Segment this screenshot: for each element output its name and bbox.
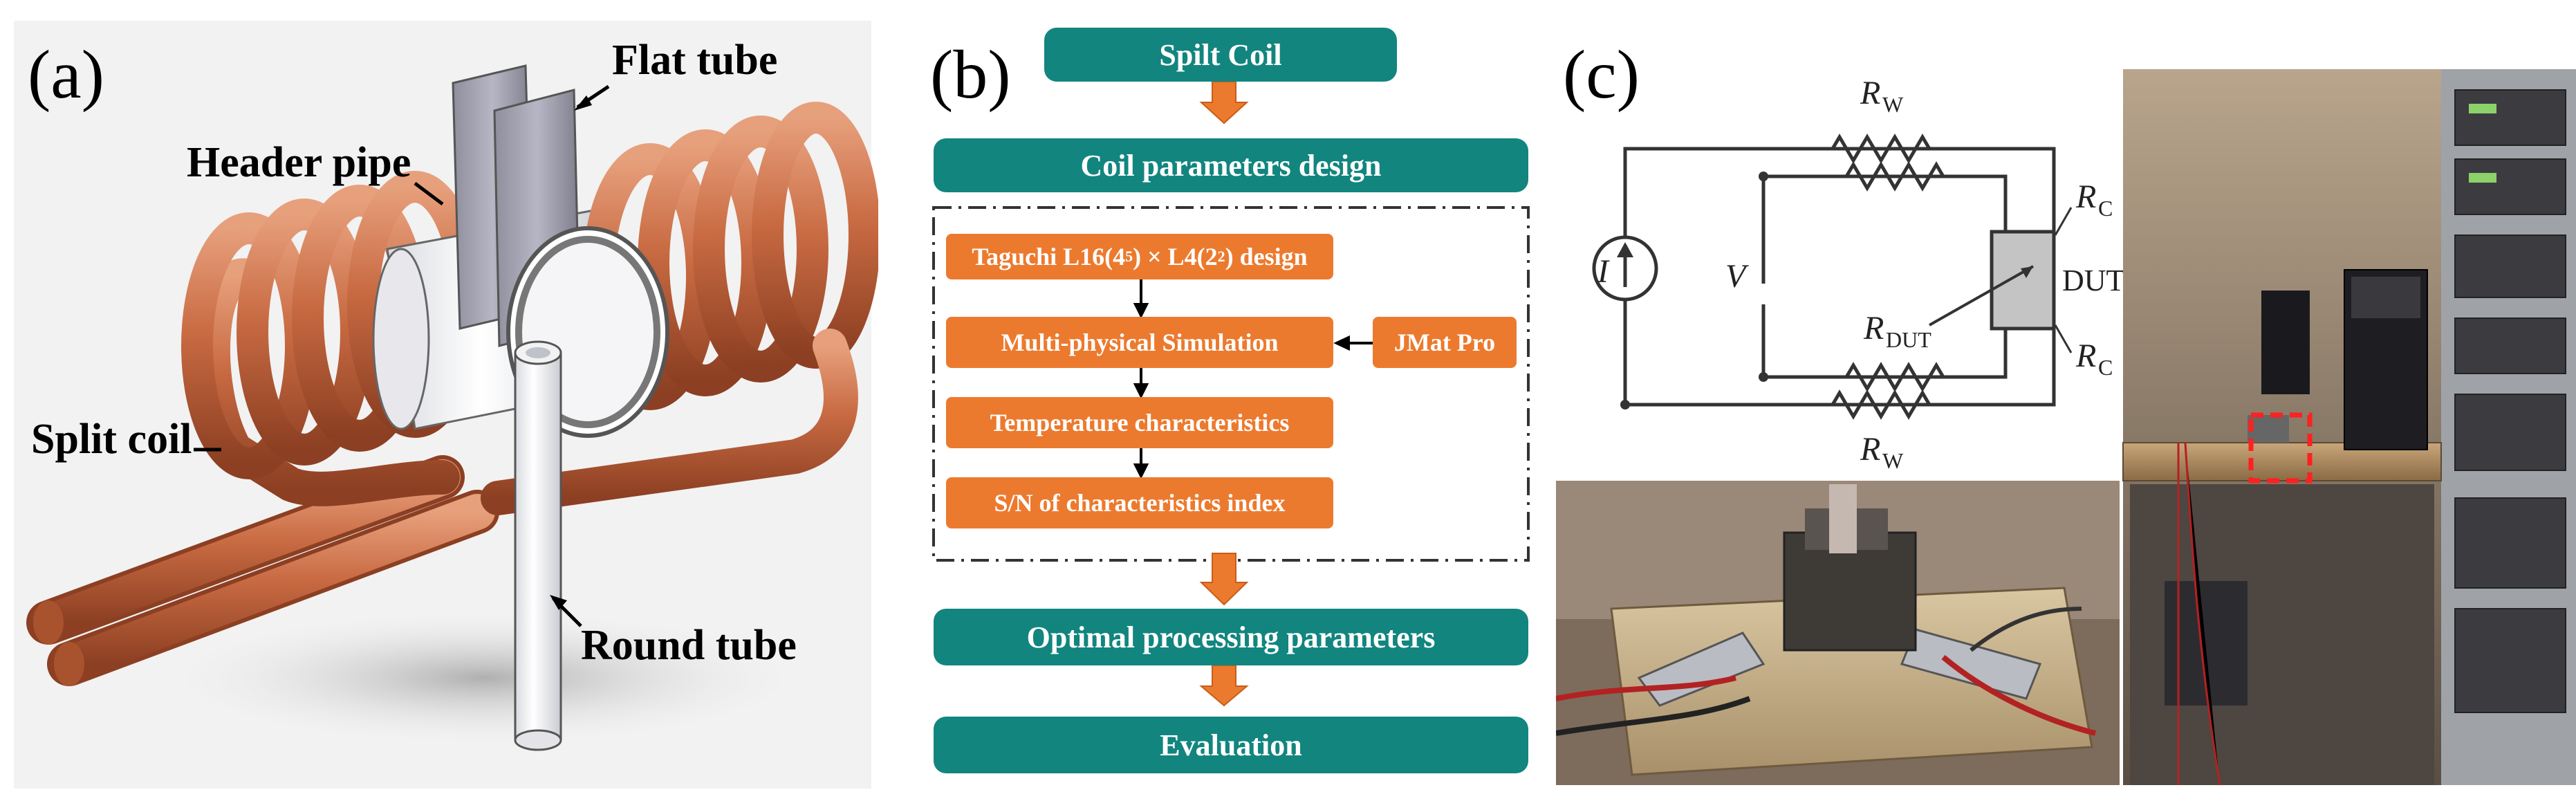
rc-bottom-sub: C [2098,355,2113,380]
taguchi-text-prefix: Taguchi L16(4 [972,243,1126,270]
highlight-box [2248,412,2313,484]
rc-top-label: R [2075,178,2096,215]
round-tube-callout: Round tube [581,622,797,669]
panel-c-measurement: I V R W R W R C R C R DUT DUT [1556,0,2576,801]
rw-bottom-label: R [1860,431,1880,468]
step-multi-physical-simulation: Multi-physical Simulation [946,317,1333,368]
resistors [1831,134,1945,420]
step-coil-parameters-design: Coil parameters design [934,138,1528,192]
voltage-label: V [1725,258,1749,295]
rw-top-sub: W [1882,92,1904,117]
taguchi-sup-2: 2 [1217,248,1225,265]
circuit-wires [1623,147,2056,407]
measurement-setup: I V R W R W R C R C R DUT DUT [1556,69,2576,786]
step-spilt-coil: Spilt Coil [1044,28,1397,82]
callout-leaders [194,84,610,627]
rw-top-label: R [1860,75,1880,111]
dut-label: DUT [2062,264,2125,297]
split-coil-callout: Split coil [31,416,192,463]
step-temperature-characteristics: Temperature characteristics [946,397,1333,448]
current-label: I [1597,253,1610,290]
fixture-photo [1556,481,2120,785]
header-pipe-callout: Header pipe [187,139,411,186]
step-evaluation: Evaluation [934,717,1528,773]
taguchi-sup-5: 5 [1125,248,1133,265]
inner-arrows [1133,275,1373,479]
flat-tube-callout: Flat tube [612,37,778,84]
rw-bottom-sub: W [1882,448,1904,473]
round-tube [514,340,562,751]
step-jmat-pro: JMat Pro [1373,317,1517,368]
lead-tubes [26,455,499,686]
rc-top-sub: C [2098,196,2113,221]
rdut-sub: DUT [1886,327,1931,352]
taguchi-text-mid: ) × L4(2 [1133,243,1218,270]
panel-b-label: (b) [930,36,1011,113]
ground-shadow [124,602,844,754]
lab-photo [2122,69,2576,786]
rc-bottom-label: R [2075,338,2096,374]
flow-arrows [1199,81,1249,707]
current-source [1592,172,1768,409]
panel-a-label: (a) [28,36,104,113]
step-optimal-processing-parameters: Optimal processing parameters [934,609,1528,665]
panel-c-label: (c) [1563,36,1640,113]
panel-a-coil-model: (a) Flat tube Header pipe Split coil Rou… [0,0,878,801]
taguchi-text-suffix: ) design [1225,243,1308,270]
panel-b-flowchart: (b) Spilt Coil Coil parameters design Ta… [892,0,1549,801]
rdut-label: R [1863,310,1884,347]
step-sn-characteristics-index: S/N of characteristics index [946,477,1333,528]
circuit-labels: I V R W R W R C R C R DUT DUT [1597,75,2125,473]
flowchart-connectors [932,81,1530,707]
coil-3d-illustration [14,21,878,789]
dut-element [1929,207,2073,353]
